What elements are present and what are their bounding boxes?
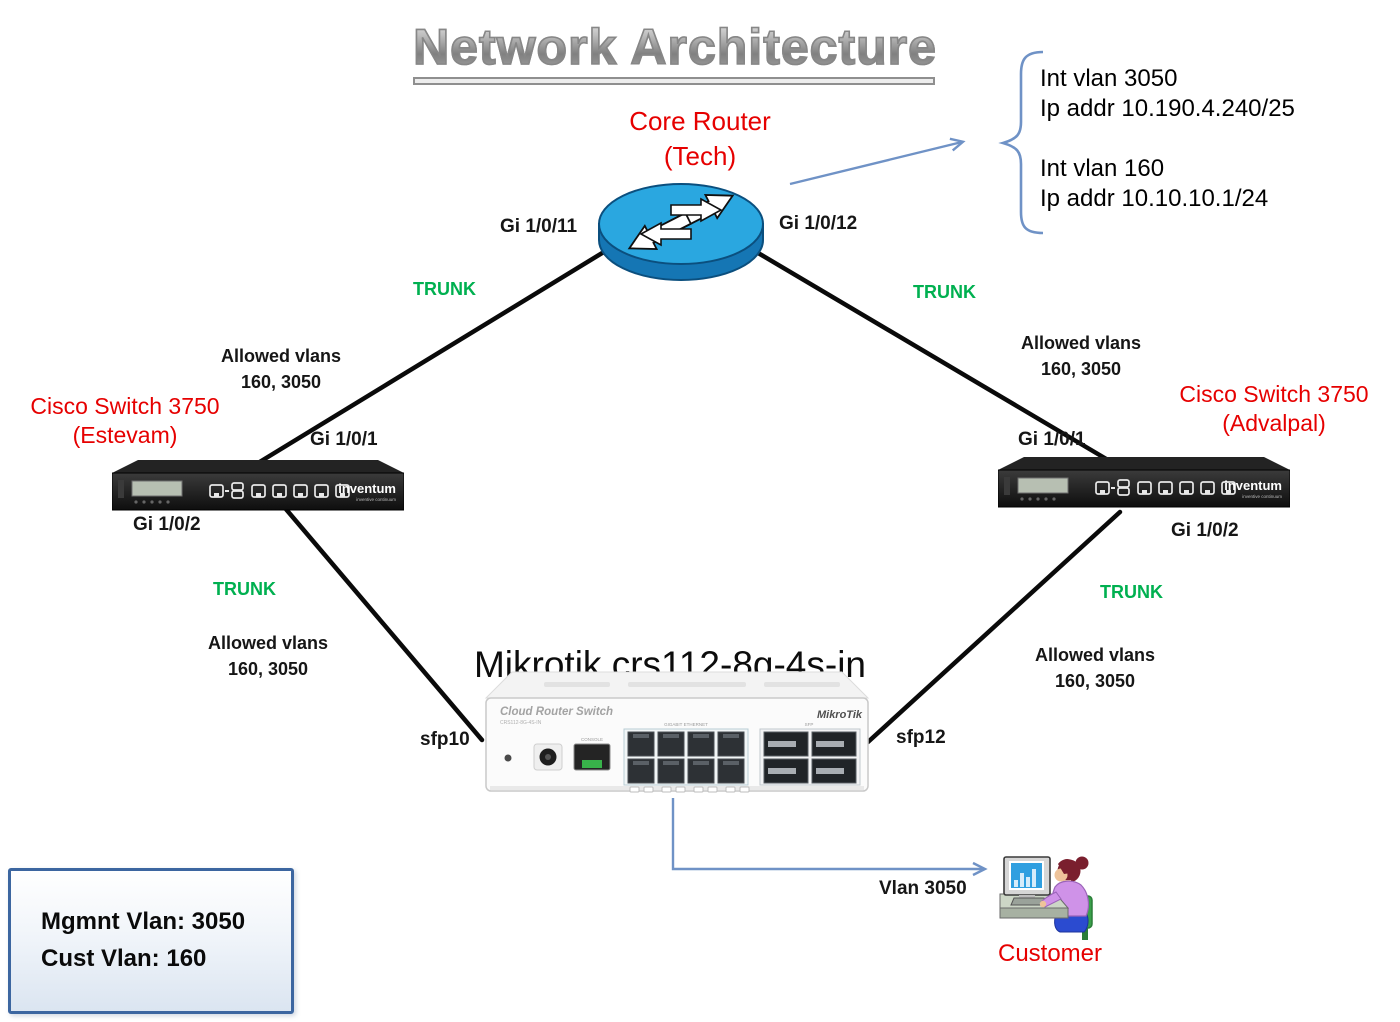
customer-vlan-label: Vlan 3050 <box>879 878 967 899</box>
trunk-link-advalpal-to-mikrotik <box>865 509 1123 745</box>
switch-name: Cisco Switch 3750 <box>30 393 220 419</box>
annotation-int-vlan-160: Int vlan 160 <box>1040 155 1165 182</box>
router-vlan-annotation: Int vlan 3050 Ip addr 10.190.4.240/25 In… <box>1040 64 1295 214</box>
legend-mgmnt-vlan: Mgmnt Vlan: 3050 <box>41 908 246 935</box>
allowed-vlans-title: Allowed vlans <box>220 346 342 366</box>
page-title-wrap: Network Architecture <box>412 18 937 76</box>
allowed-vlans-upper-left: Allowed vlans 160, 3050 <box>201 343 361 395</box>
switch-estevam-label: Cisco Switch 3750 (Estevam) <box>15 392 235 450</box>
core-router-name: Core Router <box>629 106 771 136</box>
router-annotation-arrow <box>789 137 966 186</box>
title-underline <box>413 77 935 85</box>
allowed-vlans-upper-right: Allowed vlans 160, 3050 <box>1001 330 1161 382</box>
port-label-estevam-gi-1-0-1: Gi 1/0/1 <box>310 429 378 450</box>
port-label-estevam-gi-1-0-2: Gi 1/0/2 <box>133 514 201 535</box>
switch-brand-text: inventum <box>1224 478 1282 493</box>
port-label-sfp12: sfp12 <box>896 727 946 748</box>
annotation-ip-160: Ip addr 10.10.10.1/24 <box>1040 185 1269 212</box>
trunk-label-lower-right: TRUNK <box>1100 582 1163 602</box>
allowed-vlans-title: Allowed vlans <box>1034 645 1156 665</box>
annotation-ip-3050: Ip addr 10.190.4.240/25 <box>1040 95 1295 122</box>
customer-label: Customer <box>997 940 1103 967</box>
trunk-link-router-to-estevam <box>255 244 615 466</box>
port-label-sfp10: sfp10 <box>420 729 470 750</box>
allowed-vlans-title: Allowed vlans <box>1020 333 1142 353</box>
sfp-group-label: SFP <box>805 722 814 727</box>
customer-icon <box>999 856 1093 940</box>
trunk-link-router-to-advalpal <box>745 244 1111 463</box>
core-router-sub: (Tech) <box>663 141 737 171</box>
mikrotik-logo: MikroTik <box>817 709 863 721</box>
gigabit-ethernet-label: GIGABIT ETHERNET <box>664 722 708 727</box>
vlan-legend-box: Mgmnt Vlan: 3050 Cust Vlan: 160 <box>8 868 294 1014</box>
mikrotik-switch-icon: Cloud Router Switch CRS112-8G-4S-IN CONS… <box>484 671 870 793</box>
allowed-vlans-list: 160, 3050 <box>240 372 322 392</box>
switch-brand-text: inventum <box>338 481 396 496</box>
ethernet-ports <box>627 731 745 784</box>
annotation-brace <box>998 50 1044 235</box>
trunk-label-upper-right: TRUNK <box>913 282 976 302</box>
mikrotik-to-customer-link <box>671 798 988 877</box>
port-label-advalpal-gi-1-0-1: Gi 1/0/1 <box>1018 429 1086 450</box>
switch-name: Cisco Switch 3750 <box>1179 381 1369 407</box>
port-label-gi-1-0-12: Gi 1/0/12 <box>779 213 858 234</box>
mikrotik-front-name: Cloud Router Switch <box>500 706 613 718</box>
legend-cust-vlan: Cust Vlan: 160 <box>41 945 207 972</box>
switch-sub: (Estevam) <box>72 422 178 448</box>
switch-advalpal-icon: inventum inventive continuum <box>998 457 1290 508</box>
port-label-gi-1-0-11: Gi 1/0/11 <box>500 216 578 237</box>
annotation-int-vlan-3050: Int vlan 3050 <box>1040 65 1178 92</box>
core-router-icon <box>598 183 764 281</box>
allowed-vlans-list: 160, 3050 <box>1040 359 1122 379</box>
page-title: Network Architecture <box>412 18 937 76</box>
core-router-label: Core Router (Tech) <box>600 104 800 174</box>
sfp-ports <box>763 731 857 784</box>
allowed-vlans-list: 160, 3050 <box>227 659 309 679</box>
switch-advalpal-label: Cisco Switch 3750 (Advalpal) <box>1164 380 1384 438</box>
allowed-vlans-lower-right: Allowed vlans 160, 3050 <box>1015 642 1175 694</box>
switch-brand-subtext: inventive continuum <box>356 497 396 502</box>
mikrotik-front-model: CRS112-8G-4S-IN <box>500 720 542 726</box>
switch-estevam-icon: inventum inventive continuum <box>112 460 404 511</box>
trunk-label-lower-left: TRUNK <box>213 579 276 599</box>
port-label-advalpal-gi-1-0-2: Gi 1/0/2 <box>1171 520 1239 541</box>
allowed-vlans-list: 160, 3050 <box>1054 671 1136 691</box>
switch-brand-subtext: inventive continuum <box>1242 494 1282 499</box>
console-port-label: CONSOLE <box>581 737 603 742</box>
allowed-vlans-lower-left: Allowed vlans 160, 3050 <box>188 630 348 682</box>
switch-sub: (Advalpal) <box>1222 410 1326 436</box>
reset-button <box>504 754 512 762</box>
trunk-link-estevam-to-mikrotik <box>282 505 485 743</box>
allowed-vlans-title: Allowed vlans <box>207 633 329 653</box>
trunk-label-upper-left: TRUNK <box>413 279 476 299</box>
